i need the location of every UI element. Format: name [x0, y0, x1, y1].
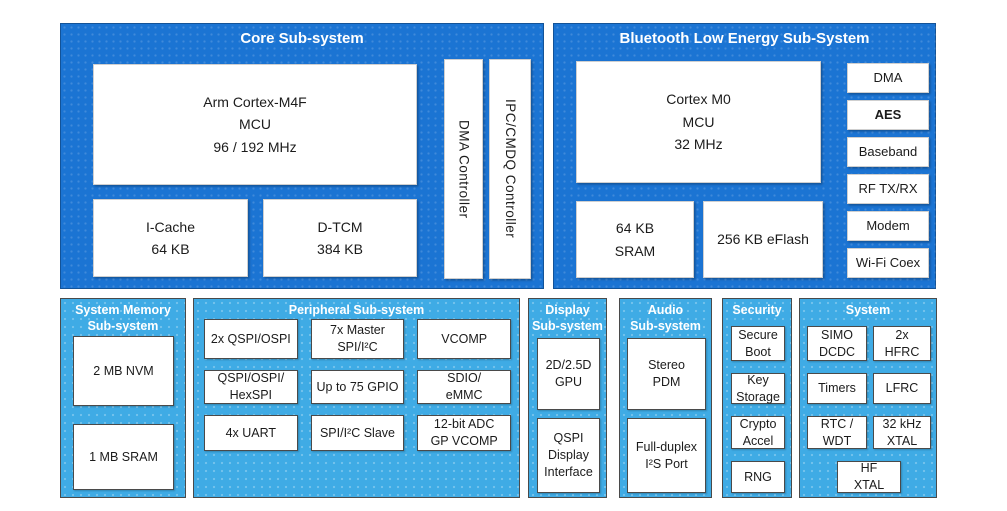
box-crypto-accel: Crypto Accel	[731, 416, 785, 449]
box-stereo-pdm: Stereo PDM	[627, 338, 706, 410]
box-adc-gp-vcomp: 12-bit ADC GP VCOMP	[417, 415, 511, 451]
box-ble-eflash: 256 KB eFlash	[703, 201, 823, 278]
system-title: System	[845, 303, 891, 317]
box-cortex-m0: Cortex M0 MCU 32 MHz	[576, 61, 821, 183]
system-memory-title: System Memory Sub-system	[75, 303, 171, 333]
box-master-spi-i2c: 7x Master SPI/I²C	[310, 319, 405, 359]
audio-title: Audio Sub-system	[630, 303, 701, 333]
box-qspi-ospi: 2x QSPI/OSPI	[204, 319, 298, 359]
box-i2s-port: Full-duplex I²S Port	[627, 418, 706, 493]
box-mem-sram: 1 MB SRAM	[73, 424, 174, 490]
box-aes: AES	[847, 100, 929, 130]
bar-dma-controller: DMA Controller	[444, 59, 483, 279]
box-dtcm: D-TCM 384 KB	[263, 199, 417, 277]
box-simo-dcdc: SIMO DCDC	[807, 326, 867, 361]
peripheral-grid: 2x QSPI/OSPI 7x Master SPI/I²C VCOMP QSP…	[204, 319, 511, 451]
peripheral-title: Peripheral Sub-system	[288, 303, 425, 317]
box-arm-cortex-m4f: Arm Cortex-M4F MCU 96 / 192 MHz	[93, 64, 417, 185]
box-hf-xtal: HF XTAL	[837, 461, 901, 493]
box-rng: RNG	[731, 461, 785, 493]
box-vcomp: VCOMP	[417, 319, 511, 359]
panel-system-memory: System Memory Sub-system 2 MB NVM 1 MB S…	[60, 298, 186, 498]
ble-block-column: DMA AES Baseband RF TX/RX Modem Wi-Fi Co…	[847, 63, 929, 278]
box-modem: Modem	[847, 211, 929, 241]
box-key-storage: Key Storage	[731, 373, 785, 404]
box-uart: 4x UART	[204, 415, 298, 451]
box-timers: Timers	[807, 373, 867, 404]
box-qspi-display-interface: QSPI Display Interface	[537, 418, 600, 493]
box-rf-txrx: RF TX/RX	[847, 174, 929, 204]
panel-ble-subsystem: Bluetooth Low Energy Sub-System Cortex M…	[553, 23, 936, 289]
box-wifi-coex: Wi-Fi Coex	[847, 248, 929, 278]
box-hfrc: 2x HFRC	[873, 326, 931, 361]
box-nvm: 2 MB NVM	[73, 336, 174, 406]
box-spi-i2c-slave: SPI/I²C Slave	[310, 415, 405, 451]
box-sdio-emmc: SDIO/ eMMC	[417, 370, 511, 404]
bar-ipc-cmdq-controller: IPC/CMDQ Controller	[489, 59, 531, 279]
box-icache: I-Cache 64 KB	[93, 199, 248, 277]
box-32khz-xtal: 32 kHz XTAL	[873, 416, 931, 449]
security-title: Security	[732, 303, 782, 317]
box-baseband: Baseband	[847, 137, 929, 167]
panel-core-subsystem: Core Sub-system Arm Cortex-M4F MCU 96 / …	[60, 23, 544, 289]
display-title: Display Sub-system	[532, 303, 603, 333]
box-gpio: Up to 75 GPIO	[310, 370, 405, 404]
panel-security: Security Secure Boot Key Storage Crypto …	[722, 298, 792, 498]
core-subsystem-title: Core Sub-system	[240, 30, 364, 47]
box-lfrc: LFRC	[873, 373, 931, 404]
box-gpu: 2D/2.5D GPU	[537, 338, 600, 410]
box-secure-boot: Secure Boot	[731, 326, 785, 361]
box-ble-dma: DMA	[847, 63, 929, 93]
panel-peripheral: Peripheral Sub-system 2x QSPI/OSPI 7x Ma…	[193, 298, 520, 498]
panel-audio: Audio Sub-system Stereo PDM Full-duplex …	[619, 298, 712, 498]
panel-display: Display Sub-system 2D/2.5D GPU QSPI Disp…	[528, 298, 607, 498]
box-rtc-wdt: RTC / WDT	[807, 416, 867, 449]
box-ble-sram: 64 KB SRAM	[576, 201, 694, 278]
ble-subsystem-title: Bluetooth Low Energy Sub-System	[619, 30, 870, 47]
panel-system: System SIMO DCDC 2x HFRC Timers LFRC RTC…	[799, 298, 937, 498]
box-hexspi: QSPI/OSPI/ HexSPI	[204, 370, 298, 404]
